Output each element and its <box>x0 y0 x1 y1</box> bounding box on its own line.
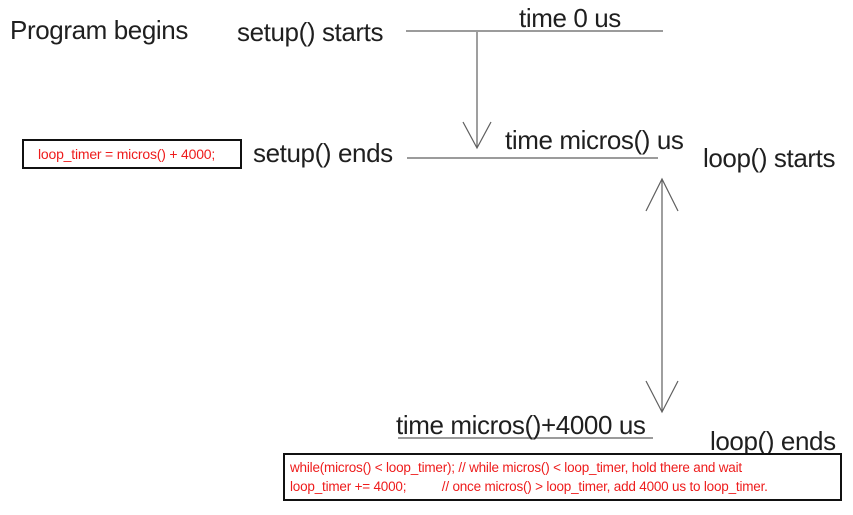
arrow-down-head-icon <box>462 121 492 150</box>
time-micros-4000-label: time micros()+4000 us <box>396 410 646 440</box>
setup-starts-label: setup() starts <box>237 17 384 47</box>
arrow-down-head-icon <box>645 380 679 414</box>
loop-end-code-box: while(micros() < loop_timer); // while m… <box>283 453 842 501</box>
time-micros-label: time micros() us <box>505 125 684 155</box>
setup-end-code: loop_timer = micros() + 4000; <box>38 145 216 162</box>
setup-ends-label: setup() ends <box>253 138 393 168</box>
loop-end-code-line2: loop_timer += 4000; // once micros() > l… <box>290 479 768 494</box>
time-0-label: time 0 us <box>519 3 621 33</box>
setup-end-code-box: loop_timer = micros() + 4000; <box>22 139 242 169</box>
setup-duration-arrow <box>462 32 492 150</box>
arrow-up-head-icon <box>645 177 679 212</box>
loop-end-code-line1: while(micros() < loop_timer); // while m… <box>290 460 742 475</box>
loop-ends-label: loop() ends <box>710 426 836 456</box>
loop-duration-arrow <box>645 177 679 414</box>
loop-starts-label: loop() starts <box>703 143 836 173</box>
program-begins-label: Program begins <box>10 15 188 45</box>
